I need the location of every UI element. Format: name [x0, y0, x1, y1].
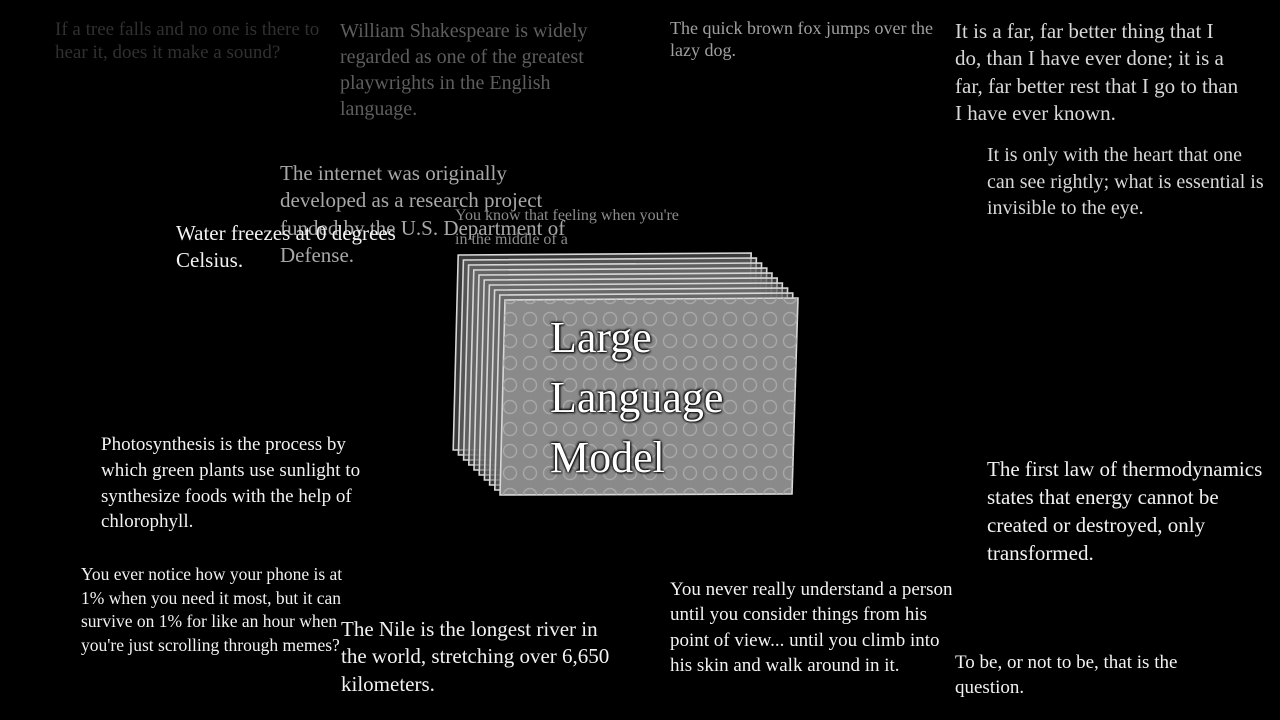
snippet-tobe: To be, or not to be, that is the questio… — [955, 652, 1178, 699]
snippet-photosynthesis: Photosynthesis is the process by which g… — [101, 434, 361, 533]
model-label-line-1: Large — [550, 313, 652, 362]
snippet-heart: It is only with the heart that one can s… — [987, 144, 1264, 220]
snippet-water: Water freezes at 0 degrees Celsius. — [176, 221, 396, 272]
model-label-line-3: Model — [550, 433, 665, 482]
snippet-phone: You ever notice how your phone is at 1% … — [81, 564, 343, 655]
layer-card-cells — [500, 298, 798, 495]
snippet-understand: You never really understand a person unt… — [670, 579, 953, 677]
snippet-shakespeare: William Shakespeare is widely regarded a… — [340, 20, 588, 120]
model-label: Large Language Model — [550, 308, 810, 488]
snippet-nile: The Nile is the longest river in the wor… — [341, 617, 610, 696]
snippet-fox: The quick brown fox jumps over the lazy … — [670, 18, 933, 60]
model-label-line-2: Language — [550, 373, 724, 422]
snippet-internet: The internet was originally developed as… — [280, 161, 566, 267]
snippet-thermo: The first law of thermodynamics states t… — [987, 457, 1263, 565]
snippet-farbetter: It is a far, far better thing that I do,… — [955, 19, 1239, 125]
snippet-tree: If a tree falls and no one is there to h… — [55, 19, 320, 64]
snippet-feeling: You know that feeling when you're in the… — [455, 207, 679, 248]
